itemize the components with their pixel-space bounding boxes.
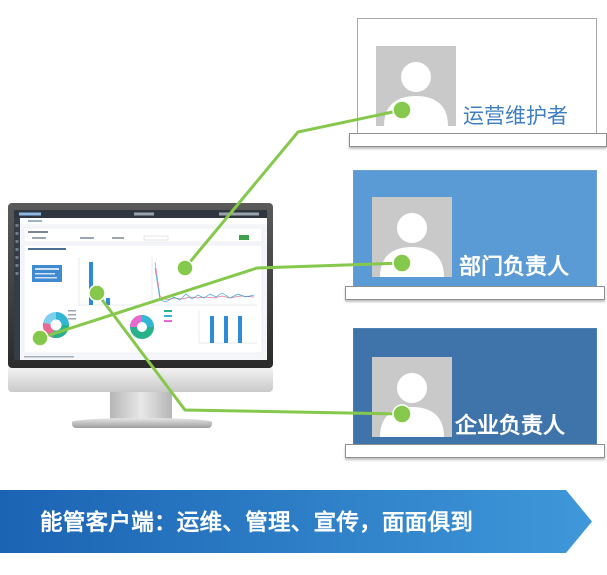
- dashboard-thumbnail: [14, 210, 267, 360]
- monitor-stand-neck: [110, 392, 172, 420]
- green-dot-icon: [31, 329, 49, 347]
- role-label-department-head: 部门负责人: [459, 255, 570, 280]
- monitor-chin: [8, 368, 273, 392]
- slogan-text: 能管客户端：运维、管理、宣传，面面俱到: [40, 510, 474, 536]
- green-dot-icon: [392, 404, 412, 424]
- green-dot-icon: [176, 259, 194, 277]
- role-label-enterprise-head: 企业负责人: [455, 414, 566, 439]
- monitor-screen: [14, 210, 267, 360]
- role-label-operator: 运营维护者: [463, 104, 568, 128]
- green-dot-icon: [392, 100, 412, 120]
- slogan-banner: [0, 490, 592, 553]
- green-dot-icon: [392, 253, 412, 273]
- connector-enterprise-head: [95, 291, 404, 416]
- role-card-enterprise-head-base: [345, 444, 605, 458]
- role-card-department-head-base: [345, 286, 605, 300]
- green-dot-icon: [88, 284, 106, 302]
- connector-operator: [183, 108, 404, 270]
- monitor-stand-base: [72, 418, 212, 428]
